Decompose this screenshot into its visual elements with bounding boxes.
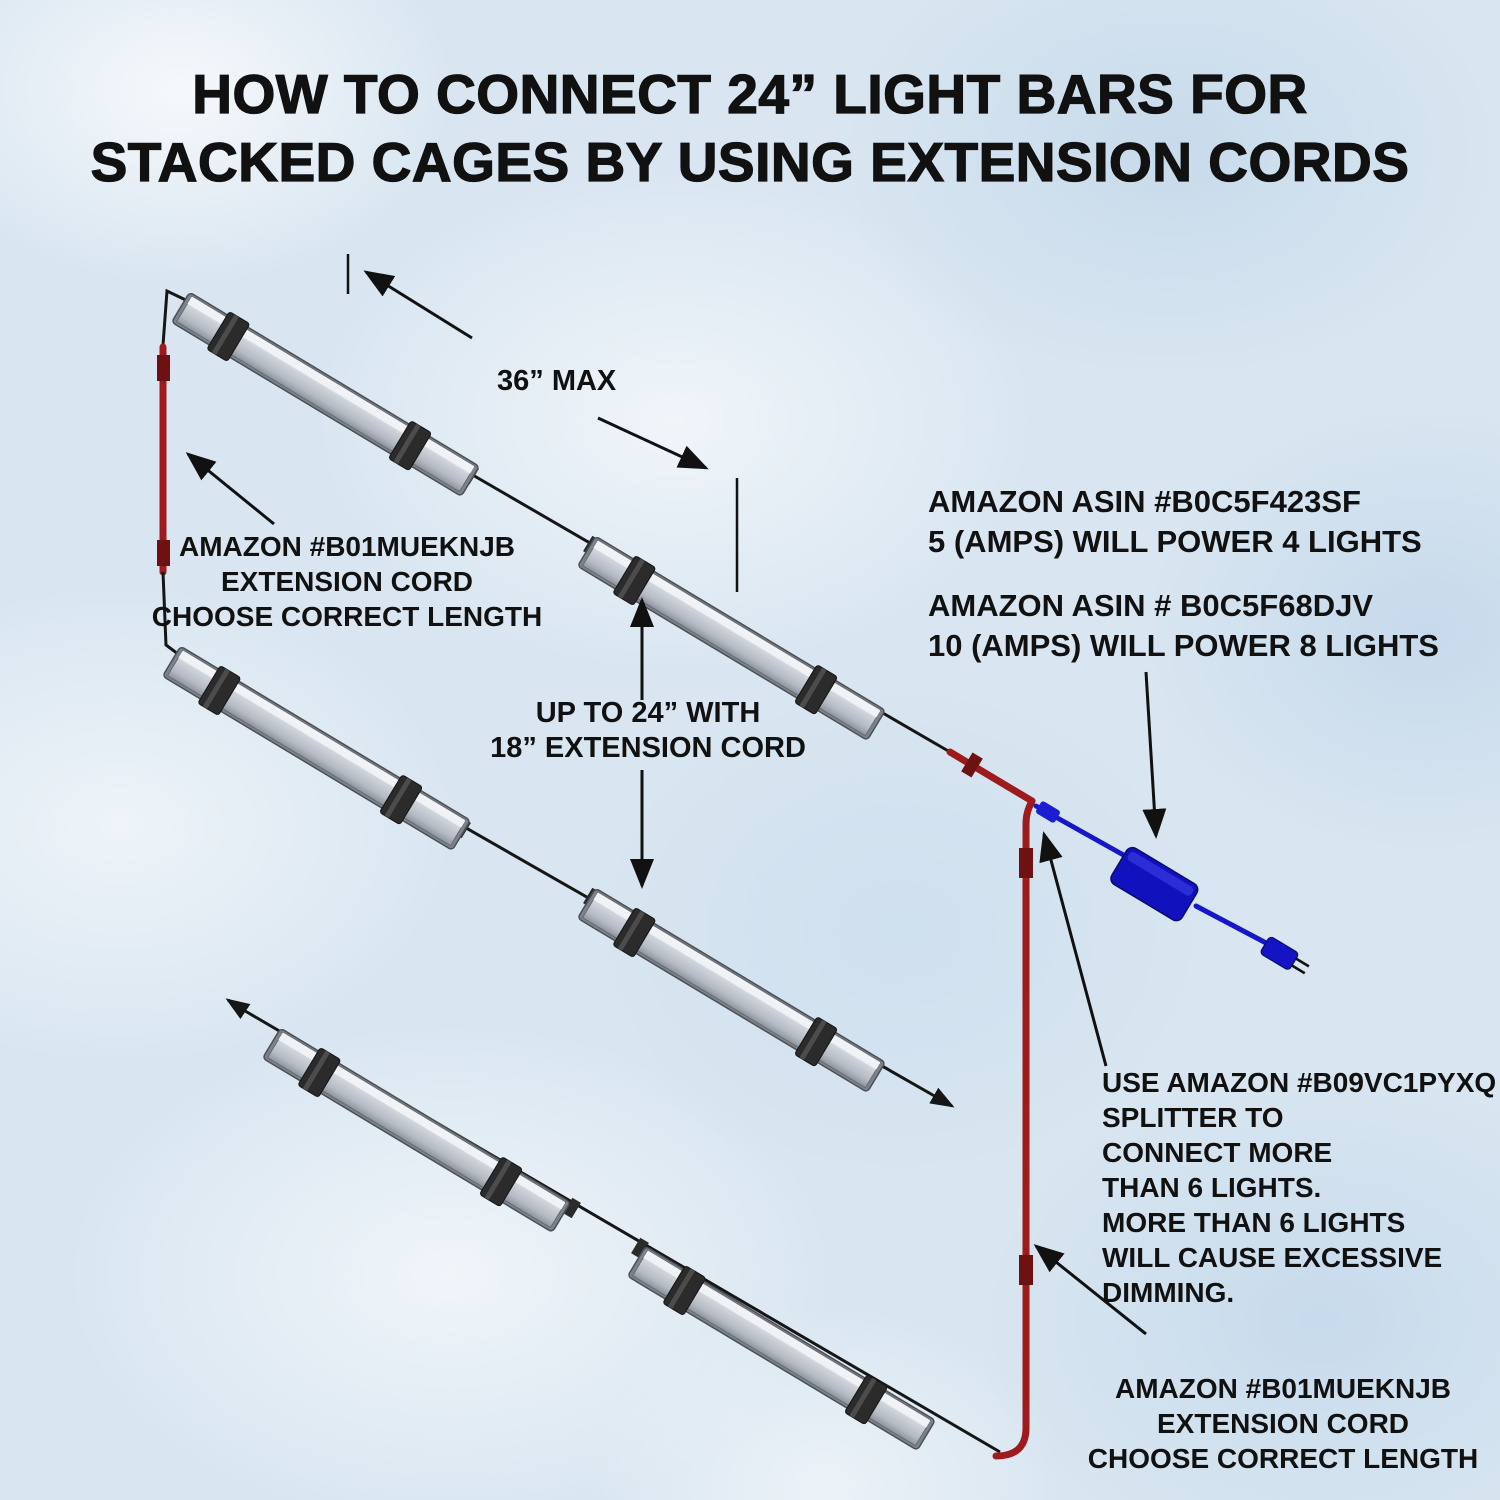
dimension-arrow-upper [363,270,473,340]
diagram-title-line2: STACKED CAGES BY USING EXTENSION CORDS [91,131,1410,193]
power8-note: AMAZON ASIN # B0C5F68DJV 10 (AMPS) WILL … [928,588,1439,663]
dimension-arrow-lower [597,416,709,470]
splitter-note-line3: CONNECT MORE [1102,1137,1332,1168]
right-cord-note-line3: CHOOSE CORRECT LENGTH [1088,1443,1478,1474]
power8-note-line2: 10 (AMPS) WILL POWER 8 LIGHTS [928,628,1439,663]
extension-note-line1: UP TO 24” WITH [536,697,761,729]
extension-note: UP TO 24” WITH 18” EXTENSION CORD [490,697,806,764]
light-bar-3 [159,642,474,856]
light-bar-5 [259,1024,574,1238]
left-cord-note: AMAZON #B01MUEKNJB EXTENSION CORD CHOOSE… [152,531,542,632]
left-cord-note-line2: EXTENSION CORD [221,566,473,597]
power4-note: AMAZON ASIN #B0C5F423SF 5 (AMPS) WILL PO… [928,484,1422,559]
light-bar-4 [574,884,889,1098]
splitter-note: USE AMAZON #B09VC1PYXQ SPLITTER TO CONNE… [1102,1067,1496,1308]
extension-note-line2: 18” EXTENSION CORD [490,732,806,764]
dimension-label: 36” MAX [497,365,617,397]
red-cord-connector [157,355,170,381]
splitter-note-line7: DIMMING. [1102,1277,1234,1308]
diagram-title-line1: HOW TO CONNECT 24” LIGHT BARS FOR [192,63,1308,125]
left-cord-arrow [185,452,275,526]
splitter-note-line2: SPLITTER TO [1102,1102,1284,1133]
splitter-note-line1: USE AMAZON #B09VC1PYXQ [1102,1067,1496,1098]
red-cord-connector [1019,848,1033,878]
splitter-note-line5: MORE THAN 6 LIGHTS [1102,1207,1405,1238]
right-cord-note: AMAZON #B01MUEKNJB EXTENSION CORD CHOOSE… [1088,1373,1478,1474]
left-cord-note-line1: AMAZON #B01MUEKNJB [179,531,515,562]
extension-cord-red-diagonal [946,748,1036,805]
red-cord-connector [1019,1255,1033,1285]
power4-note-line2: 5 (AMPS) WILL POWER 4 LIGHTS [928,524,1422,559]
cable-connector [631,1237,649,1259]
power8-note-line1: AMAZON ASIN # B0C5F68DJV [928,588,1373,623]
right-cord-note-line2: EXTENSION CORD [1157,1408,1409,1439]
light-bar-1 [168,288,483,502]
cable-connector [563,1197,581,1219]
power-plug-icon [1260,936,1310,975]
splitter-note-line6: WILL CAUSE EXCESSIVE [1102,1242,1442,1273]
row2-end-plug-icon [929,1087,955,1108]
left-cord-note-line3: CHOOSE CORRECT LENGTH [152,601,542,632]
splitter-arrow [1039,831,1108,1067]
power4-note-line1: AMAZON ASIN #B0C5F423SF [928,484,1361,519]
splitter-note-line4: THAN 6 LIGHTS. [1102,1172,1321,1203]
light-bar-6 [624,1242,939,1456]
power-cord-blue-tail [1193,903,1271,947]
right-cord-note-line1: AMAZON #B01MUEKNJB [1115,1373,1451,1404]
red-cord-connector [961,752,983,778]
row3-start-plug-icon [225,998,251,1020]
right-cord-arrow [1033,1244,1147,1336]
blue-cord-connector [1036,801,1060,823]
adapter-arrow [1142,671,1167,839]
red-cord-connector [157,540,170,566]
extension-cord-red-right [992,797,1036,1460]
left-cord-lead-top [161,288,193,346]
power-adapter [1110,846,1199,922]
